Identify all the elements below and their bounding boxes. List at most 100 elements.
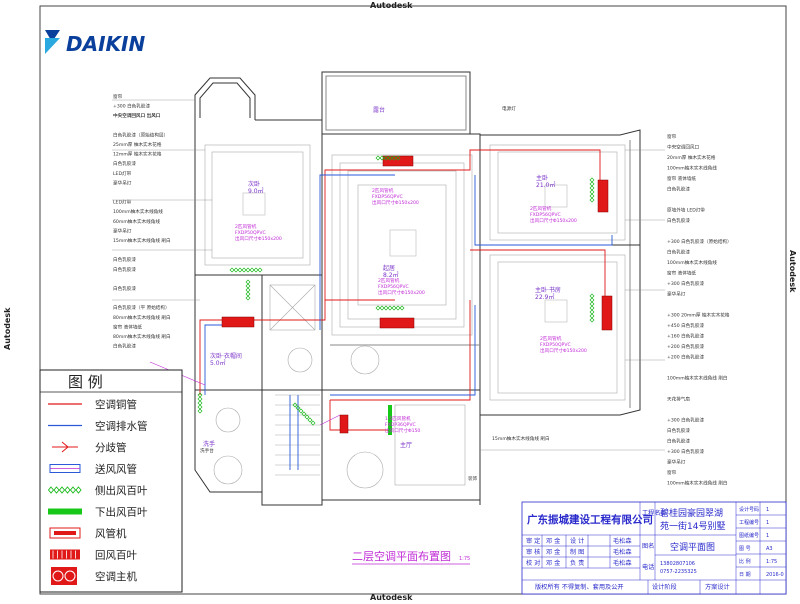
watermark-bottom: Autodesk [370, 593, 413, 600]
duct-unit-1 [221, 316, 255, 328]
note-left-0: 窗帘 [113, 93, 123, 100]
note-left-26: 白色乳胶漆 [113, 343, 136, 350]
note-mid-4: 洗手台 [200, 447, 214, 454]
unit-spec-u5-line-2: 出风口尺寸Φ150x200 [540, 347, 587, 354]
side-louver-d-3 [387, 305, 393, 311]
title-block: 广东振城建设工程有限公司 工程名称 碧桂园豪园翠湖 苑一街14号别墅 图名 空调… [521, 501, 787, 595]
title-block-roles: 审 定邓 金审 核邓 金校 对邓 金设 计毛松森制 图毛松森负 责毛松森 [526, 537, 632, 567]
note-right-19: +160 白色乳胶漆 [667, 333, 704, 340]
note-left-17: 白色乳胶漆 [113, 256, 136, 263]
unit-spec-u3-line-2: 出风口尺寸Φ150x200 [378, 289, 425, 296]
project-name: 碧桂园豪园翠湖 [660, 507, 723, 519]
side-louver-c-1 [379, 155, 385, 161]
legend-label-5: 下出风百叶 [95, 506, 148, 519]
unit-spec-u3-line-0: 2匹风管机 [378, 277, 400, 284]
tb-role-0: 审 定 [526, 537, 540, 545]
note-left-12: 100mm柚木实木线角线 [113, 208, 163, 215]
note-right-2: 20mm厚 柚木实木花格 [667, 154, 716, 161]
note-right-12: 100mm柚木实木线角线 [667, 259, 717, 266]
unit-spec-u6-line-1: FXDP36QPVC [385, 422, 416, 428]
note-left-11: LED灯带 [113, 199, 132, 206]
pipe-5 [470, 249, 606, 300]
note-left-5: 25mm厚 柚木实木花格 [113, 141, 162, 148]
ceiling-circle-3 [287, 347, 313, 373]
tb-field-val-3: A3 [766, 546, 773, 552]
supply-duct-icon [49, 464, 81, 473]
note-right-5: 白色乳胶漆 [667, 186, 690, 193]
ornaments [242, 184, 568, 323]
room-name-living: 起居 [383, 264, 395, 272]
side-louver-h-4 [304, 414, 310, 420]
room-name-bedroom1: 次卧 [248, 180, 260, 188]
side-louver-layer [197, 155, 595, 426]
outer-right [255, 119, 641, 505]
side-louver-e-1 [589, 181, 595, 187]
duct-unit-4 [597, 179, 609, 213]
note-right-23: 100mm柚木实木线角线 刷白 [667, 375, 728, 382]
ornament-3 [544, 184, 568, 208]
pipe-6 [330, 300, 471, 401]
room-labels: 次卧9.0㎡起居8.2㎡主卧21.0㎡主卧·书房22.9㎡次卧·衣帽间5.0㎡主… [203, 106, 561, 449]
room-area-master: 21.0㎡ [536, 181, 555, 189]
side-louver-a-7 [257, 267, 263, 273]
room-name-hall: 主厅 [400, 441, 412, 449]
unit-spec-u4-line-1: FXDP56QPVC [530, 212, 561, 218]
side-louver-f-0 [589, 293, 595, 299]
unit-spec-u1-line-0: 2匹风管机 [235, 223, 257, 230]
tb-field-val-0: 1 [766, 507, 769, 513]
note-right-4: 窗帘 液体墙纸 [667, 175, 696, 182]
legend-row-5: 下出风百叶 [48, 506, 148, 519]
legend-row-2: 分歧管 [52, 441, 127, 454]
note-left-13: 60mm柚木实木线角线 [113, 218, 160, 225]
pipe-2 [250, 299, 395, 321]
note-right-33: 100mm柚木实木线角线 刷白 [667, 480, 728, 487]
side-louver-c-5 [395, 155, 401, 161]
indoor-units [221, 155, 613, 434]
logo-triangle-bottom [45, 38, 60, 54]
side-louver-c-0 [375, 155, 381, 161]
tb-role2-2: 负 责 [570, 559, 584, 567]
side-louver-a-2 [237, 267, 243, 273]
logo-triangle-top [45, 30, 60, 42]
note-right-13: 窗帘 液体墙纸 [667, 270, 696, 277]
tb-role-2: 校 对 [526, 559, 540, 567]
side-louver-b-0 [245, 279, 251, 285]
side-louver-d-4 [391, 305, 397, 311]
legend-label-4: 侧出风百叶 [95, 484, 148, 497]
legend-row-0: 空调铜管 [48, 398, 137, 411]
title-block-grid [522, 502, 786, 594]
note-left-15: 15mm柚木实木线角线 刷白 [113, 237, 171, 244]
tb-field-val-4: 1:75 [766, 559, 777, 565]
legend-label-1: 空调排水管 [95, 420, 148, 433]
note-left-8: LED灯带 [113, 170, 132, 177]
side-louver-d-2 [383, 305, 389, 311]
side-louver-e-3 [589, 189, 595, 195]
unit-spec-u1-line-2: 出风口尺寸Φ150x200 [235, 235, 282, 242]
note-left-25: 80mm柚木实木线角线 刷白 [113, 333, 171, 340]
stair-void [269, 284, 316, 331]
side-louver-h-1 [295, 405, 301, 411]
tb-field-key-3: 图 号 [739, 546, 751, 552]
ornament-4 [544, 299, 568, 323]
drain-2 [319, 174, 395, 330]
tb-field-key-1: 工程编号 [739, 519, 759, 526]
tb-field-val-2: 1 [766, 533, 769, 539]
walls [194, 71, 641, 506]
side-louver-a-3 [241, 267, 247, 273]
room-name-master: 主卧 [536, 174, 548, 182]
tb-role2-name-2: 毛松森 [613, 559, 632, 567]
company-name: 广东振城建设工程有限公司 [527, 513, 653, 526]
tb-field-key-2: 图纸编号 [739, 532, 759, 539]
balcony-outline [321, 71, 471, 135]
ceiling-circle-2 [346, 451, 384, 489]
ceiling-masterbath [489, 254, 626, 401]
drain-4 [330, 305, 476, 396]
down-louver-1 [388, 405, 392, 435]
side-louver-h-0 [292, 402, 298, 408]
room-name-wash: 洗手 [203, 440, 215, 448]
unit-spec-u6-line-2: 出风口尺寸Φ150 [385, 427, 420, 434]
note-left-24: 窗帘 液体墙纸 [113, 323, 142, 330]
room-area-master_bath: 22.9㎡ [535, 293, 554, 301]
